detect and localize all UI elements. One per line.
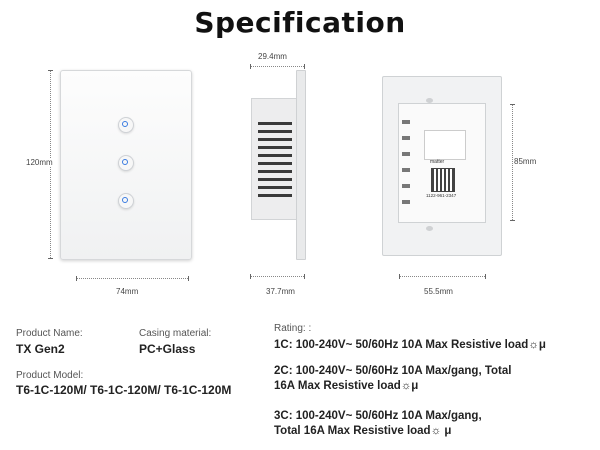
dim-tick [510,104,515,105]
side-depth-line [250,66,304,67]
touch-button-3 [118,193,134,209]
vent-slot [258,130,292,133]
model-label: Product Model: [16,370,84,381]
dim-tick [485,274,486,279]
rating-2c-line1: 2C: 100-240V~ 50/60Hz 10A Max/gang, Tota… [274,365,512,377]
terminal-pin [402,120,410,124]
vent-slot [258,154,292,157]
vent-slot [258,162,292,165]
dim-tick [48,258,53,259]
terminal-pin [402,136,410,140]
mount-hole [426,98,433,103]
back-height-line [512,104,513,220]
dim-tick [399,274,400,279]
back-height-label: 85mm [514,157,537,166]
back-width-line [399,276,485,277]
rating-2c-line2: 16A Max Resistive load☼μ [274,380,419,392]
dim-tick [76,276,77,281]
side-inner-label: 37.7mm [266,287,295,296]
dim-tick [48,70,53,71]
rating-3c-line2: Total 16A Max Resistive load☼ μ [274,425,452,437]
product-name-value: TX Gen2 [16,342,65,356]
mount-hole [426,226,433,231]
dim-tick [304,64,305,69]
dim-tick [304,274,305,279]
certification-label [424,130,466,160]
terminal-pin [402,200,410,204]
front-width-label: 74mm [116,287,139,296]
qr-code [431,168,455,192]
pairing-code: 1122-961-2347 [426,193,457,198]
terminal-pin [402,152,410,156]
casing-value: PC+Glass [139,342,196,356]
vent-slot [258,138,292,141]
dim-tick [510,220,515,221]
touch-button-1 [118,117,134,133]
dim-tick [250,64,251,69]
rating-3c-line1: 3C: 100-240V~ 50/60Hz 10A Max/gang, [274,410,482,422]
side-front-plate [296,70,306,260]
touch-button-2 [118,155,134,171]
vent-slot [258,178,292,181]
model-value: T6-1C-120M/ T6-1C-120M/ T6-1C-120M [16,383,232,397]
vent-slot [258,194,292,197]
vent-slot [258,186,292,189]
side-depth-label: 29.4mm [258,52,287,61]
side-inner-line [250,276,304,277]
back-width-label: 55.5mm [424,287,453,296]
side-housing [251,98,298,220]
casing-label: Casing material: [139,328,212,339]
vent-slot [258,170,292,173]
rating-label: Rating: : [274,323,312,334]
page-title: Specification [194,6,406,39]
front-height-label: 120mm [26,158,53,167]
terminal-pin [402,168,410,172]
terminal-pin [402,184,410,188]
vent-slot [258,146,292,149]
dim-tick [188,276,189,281]
rating-1c: 1C: 100-240V~ 50/60Hz 10A Max Resistive … [274,339,546,351]
front-glass-panel [60,70,192,260]
back-housing [398,103,486,223]
vent-slot [258,122,292,125]
matter-logo-text: matter [430,159,445,165]
dim-tick [250,274,251,279]
front-width-line [76,278,188,279]
product-name-label: Product Name: [16,328,83,339]
